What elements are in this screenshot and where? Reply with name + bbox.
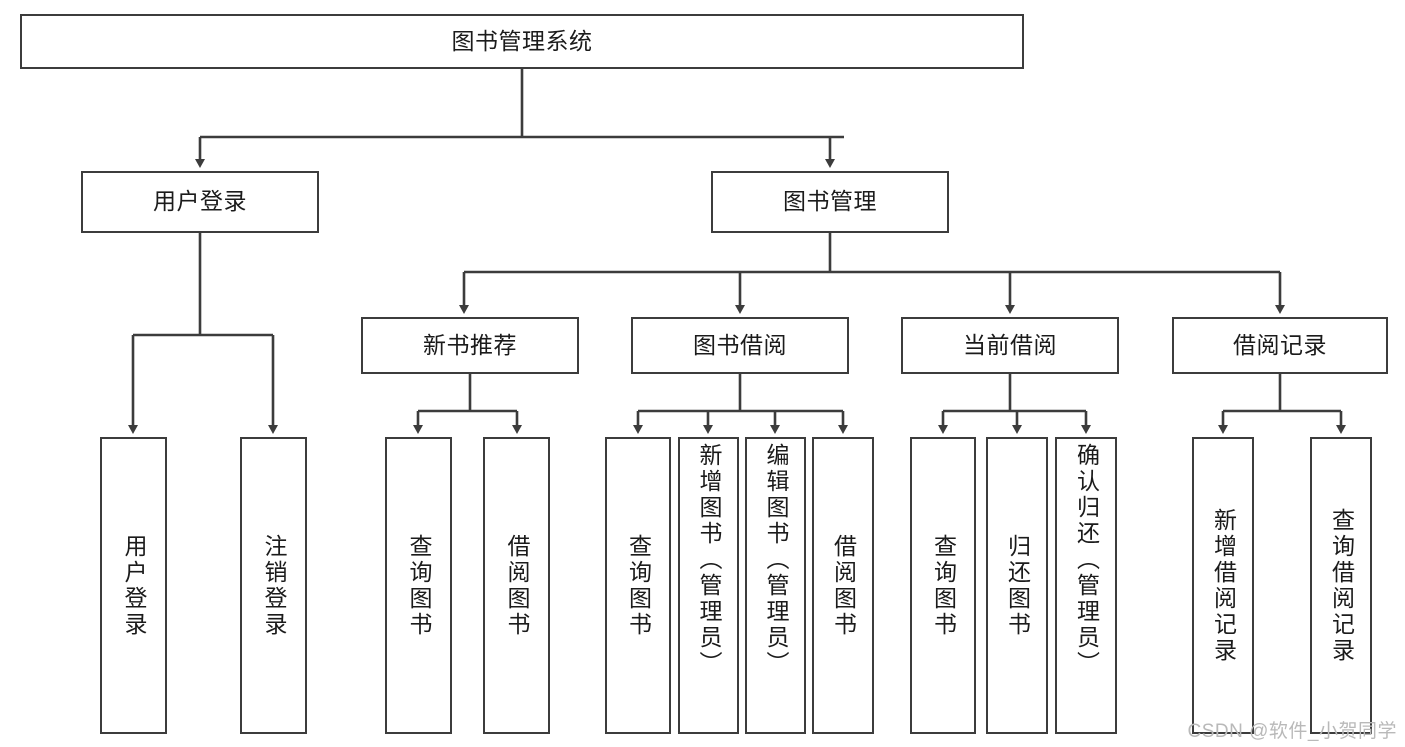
node-borrow-record[interactable]: 借阅记录 [1172,317,1388,374]
node-book-borrow-label: 图书借阅 [693,331,787,358]
node-current-borrow[interactable]: 当前借阅 [901,317,1119,374]
node-leaf-add-record-label: 新增借阅记录 [1210,507,1237,664]
node-leaf-user-login-label: 用户登录 [121,533,147,638]
node-leaf-query-book-2[interactable]: 查询图书 [605,437,671,734]
node-book-manage[interactable]: 图书管理 [711,171,949,233]
node-leaf-add-record[interactable]: 新增借阅记录 [1192,437,1254,734]
node-leaf-confirm-return-label: 确认归还（管理员） [1073,443,1100,677]
node-leaf-query-record-label: 查询借阅记录 [1328,507,1355,664]
node-leaf-user-logout[interactable]: 注销登录 [240,437,307,734]
node-leaf-borrow-book-1-label: 借阅图书 [504,533,530,638]
node-current-borrow-label: 当前借阅 [963,331,1057,358]
node-leaf-query-book-1-label: 查询图书 [406,533,432,638]
node-book-manage-label: 图书管理 [783,188,877,215]
node-leaf-borrow-book-2[interactable]: 借阅图书 [812,437,874,734]
node-leaf-return-book-label: 归还图书 [1004,533,1031,638]
node-leaf-user-login[interactable]: 用户登录 [100,437,167,734]
node-leaf-query-record[interactable]: 查询借阅记录 [1310,437,1372,734]
node-leaf-return-book[interactable]: 归还图书 [986,437,1048,734]
node-book-borrow[interactable]: 图书借阅 [631,317,849,374]
node-leaf-user-logout-label: 注销登录 [261,533,287,638]
node-leaf-confirm-return[interactable]: 确认归还（管理员） [1055,437,1117,734]
node-borrow-record-label: 借阅记录 [1233,331,1327,358]
node-leaf-edit-book-label: 编辑图书（管理员） [763,443,789,677]
node-leaf-add-book-label: 新增图书（管理员） [696,443,722,677]
node-leaf-edit-book[interactable]: 编辑图书（管理员） [745,437,806,734]
node-leaf-query-book-2-label: 查询图书 [625,533,652,638]
node-leaf-borrow-book-2-label: 借阅图书 [830,533,857,638]
node-leaf-query-book-3-label: 查询图书 [930,533,957,638]
node-root-label: 图书管理系统 [451,27,593,54]
node-leaf-query-book-1[interactable]: 查询图书 [385,437,452,734]
node-user-login[interactable]: 用户登录 [81,171,319,233]
node-new-book-recommend-label: 新书推荐 [423,331,517,358]
node-leaf-borrow-book-1[interactable]: 借阅图书 [483,437,550,734]
node-new-book-recommend[interactable]: 新书推荐 [361,317,579,374]
node-root[interactable]: 图书管理系统 [20,14,1024,69]
node-leaf-query-book-3[interactable]: 查询图书 [910,437,976,734]
node-user-login-label: 用户登录 [153,188,247,215]
csdn-watermark: CSDN @软件_小贺同学 [1187,721,1397,742]
node-leaf-add-book[interactable]: 新增图书（管理员） [678,437,739,734]
